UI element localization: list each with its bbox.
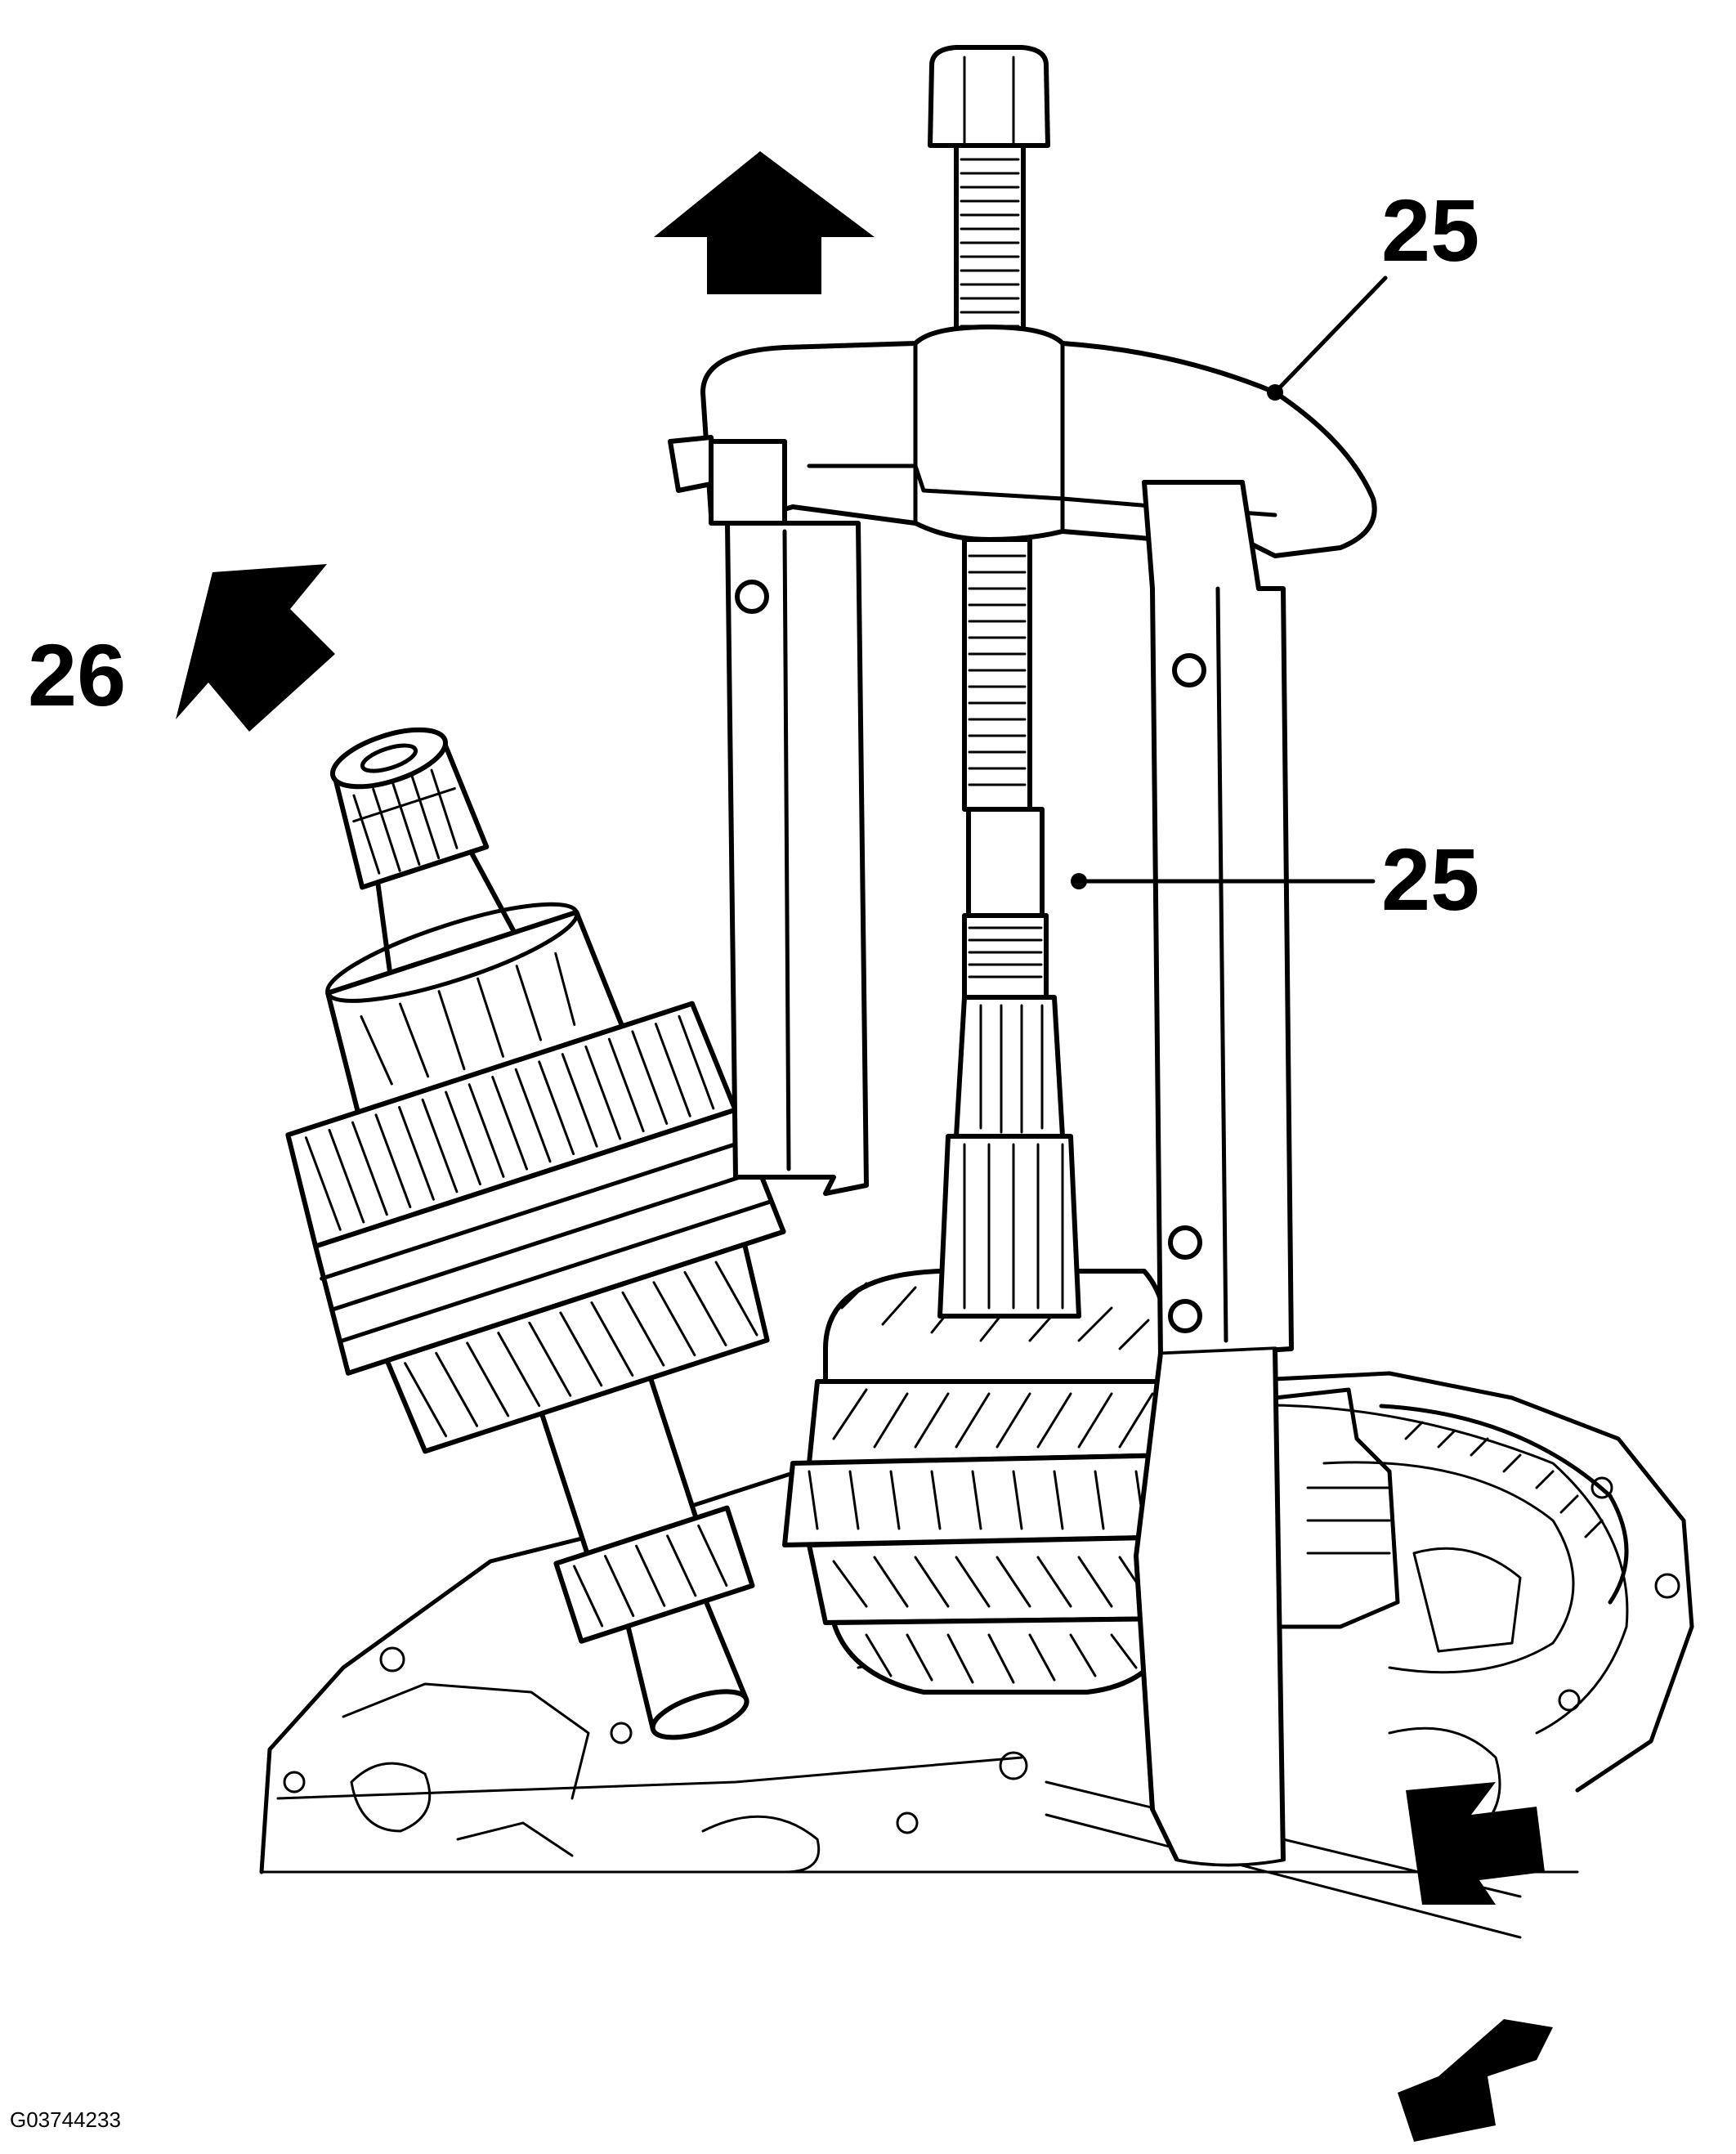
mainshaft-assembly (285, 727, 786, 1740)
callout-25-puller: 25 (1381, 181, 1480, 280)
press-arrow-down-icon (1406, 1782, 1545, 1905)
differential-gear (1273, 1387, 1629, 1653)
gear-puller-tool (668, 45, 1377, 1867)
callout-25-adapter: 25 (1381, 830, 1480, 929)
gear-stack (782, 1269, 1188, 1695)
press-arrow-up-icon (1398, 2019, 1553, 2142)
leader-lines (1071, 275, 1388, 889)
callout-26-shaft: 26 (28, 625, 127, 724)
up-arrow-icon (654, 151, 875, 294)
figure-identifier: G03744233 (10, 2107, 121, 2132)
diagonal-arrow-icon (176, 564, 335, 732)
